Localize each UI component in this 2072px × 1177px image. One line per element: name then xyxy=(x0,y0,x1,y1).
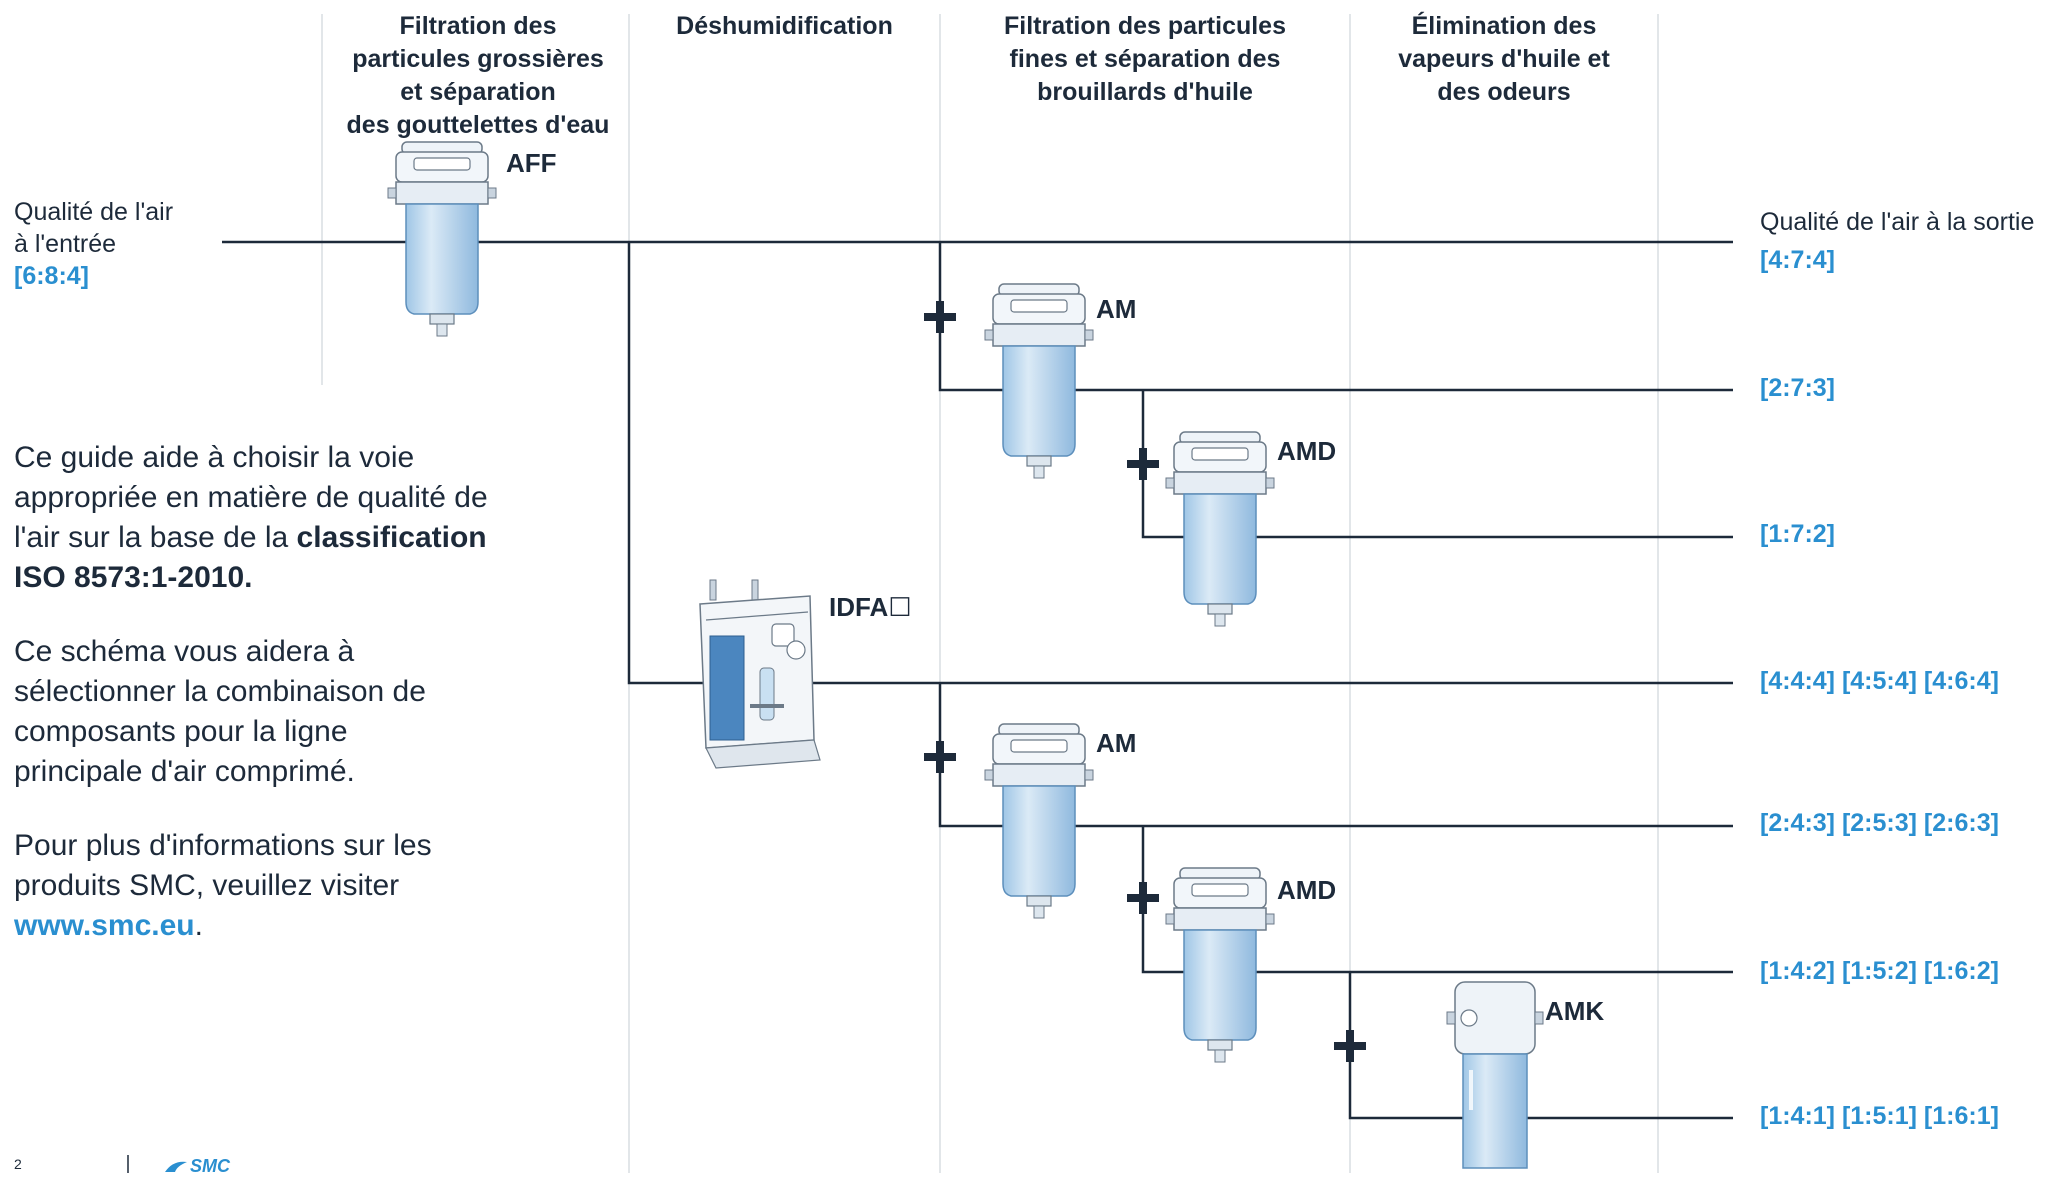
intro-text-3: Pour plus d'informations sur les produit… xyxy=(14,829,432,902)
intro-paragraph-2: Ce schéma vous aidera à sélectionner la … xyxy=(14,635,426,788)
plus-sign-am2 xyxy=(924,741,956,773)
output-class-1: [4:7:4] xyxy=(1760,246,1836,274)
label-amd2: AMD xyxy=(1277,875,1337,905)
label-amd1: AMD xyxy=(1277,436,1337,466)
inlet-class: [6:8:4] xyxy=(14,262,90,290)
plus-sign-amd2 xyxy=(1127,882,1159,914)
inlet-line1: Qualité de l'air xyxy=(14,198,174,226)
output-class-3: [1:7:2] xyxy=(1760,520,1836,548)
plus-sign-amd1 xyxy=(1127,448,1159,480)
am-filter-icon xyxy=(984,283,1094,479)
smc-logo-text: SMC xyxy=(190,1156,230,1176)
col-head-coarse: Filtration des particules grossières et … xyxy=(346,12,610,139)
intro-paragraph-1: Ce guide aide à choisir la voie appropri… xyxy=(14,438,534,598)
idfa-dryer-icon xyxy=(699,579,821,769)
aff-filter-icon xyxy=(387,141,497,337)
output-class-6: [1:4:2] [1:5:2] [1:6:2] xyxy=(1760,957,1999,985)
outlet-title: Qualité de l'air à la sortie xyxy=(1760,208,2035,236)
intro-text-3-end: . xyxy=(194,909,203,942)
amd-filter-icon xyxy=(1165,867,1275,1063)
amd-filter-icon xyxy=(1165,431,1275,627)
smc-logo-icon xyxy=(165,1161,187,1172)
iso-classification: classification ISO 8573:1-2010. xyxy=(14,521,487,594)
intro-text-1: Ce guide aide à choisir la voie appropri… xyxy=(14,441,488,554)
col-head-vapour: Élimination des vapeurs d'huile et des o… xyxy=(1398,12,1610,106)
output-class-4: [4:4:4] [4:5:4] [4:6:4] xyxy=(1760,667,1999,695)
plus-sign-amk xyxy=(1334,1030,1366,1062)
output-class-5: [2:4:3] [2:5:3] [2:6:3] xyxy=(1760,809,1999,837)
output-class-2: [2:7:3] xyxy=(1760,374,1836,402)
label-am1: AM xyxy=(1096,294,1137,324)
smc-website-link[interactable]: www.smc.eu xyxy=(14,909,195,942)
amk-filter-icon xyxy=(1446,981,1544,1169)
col-head-dehumid: Déshumidification xyxy=(676,12,893,40)
intro-paragraph-3: Pour plus d'informations sur les produit… xyxy=(14,826,534,946)
output-class-7: [1:4:1] [1:5:1] [1:6:1] xyxy=(1760,1102,1999,1130)
page-number: 2 xyxy=(14,1156,22,1172)
label-amk: AMK xyxy=(1545,996,1605,1026)
inlet-line2: à l'entrée xyxy=(14,230,117,258)
label-idfa: IDFA☐ xyxy=(829,592,912,622)
label-aff: AFF xyxy=(506,148,557,178)
col-head-fine: Filtration des particules fines et sépar… xyxy=(1003,12,1286,106)
inlet-label: Qualité de l'air à l'entrée [6:8:4] xyxy=(14,196,173,292)
label-am2: AM xyxy=(1096,728,1137,758)
plus-sign-am1 xyxy=(924,301,956,333)
am-filter-icon xyxy=(984,723,1094,919)
